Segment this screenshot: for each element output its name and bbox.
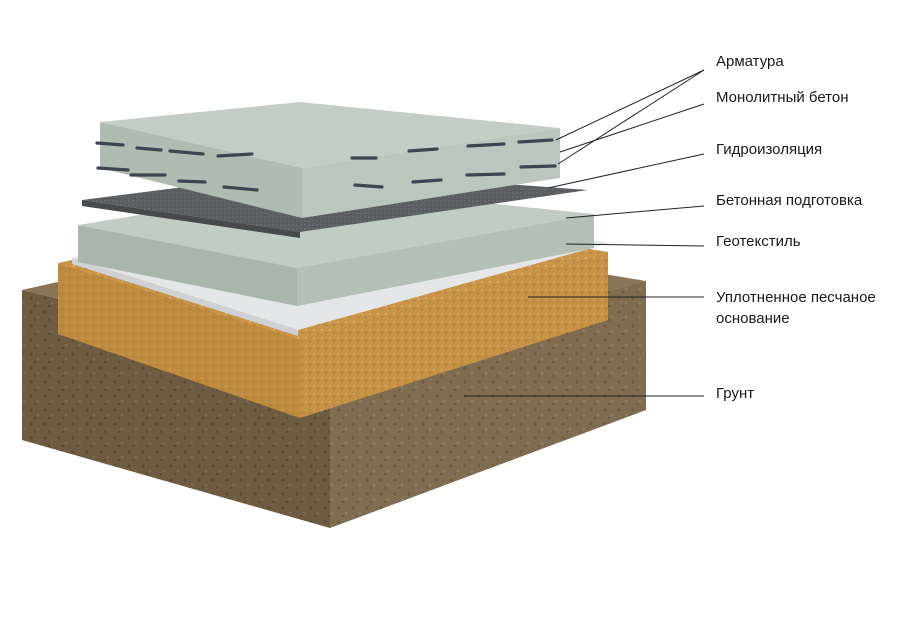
leader-line-gidro <box>548 154 704 188</box>
label-monolith-concrete: Монолитный бетон <box>716 88 849 108</box>
label-geotextile: Геотекстиль <box>716 232 801 252</box>
rebar <box>97 143 123 145</box>
leader-line-armatura-1 <box>556 70 704 140</box>
rebar <box>355 185 382 187</box>
rebar <box>467 174 504 175</box>
label-concrete-prep: Бетонная подготовка <box>716 191 862 211</box>
rebar <box>218 154 252 156</box>
rebar <box>413 180 441 182</box>
rebar <box>98 168 128 170</box>
rebar <box>179 181 205 182</box>
rebar <box>519 140 552 142</box>
rebar <box>521 166 555 167</box>
label-sand-line2: основание <box>716 309 790 329</box>
label-sand-line1: Уплотненное песчаное <box>716 288 876 308</box>
rebar <box>468 144 504 146</box>
label-armatura: Арматура <box>716 52 784 72</box>
leader-line-armatura-2 <box>558 70 704 164</box>
rebar <box>409 149 437 151</box>
label-waterproofing: Гидроизоляция <box>716 140 822 160</box>
rebar <box>137 148 161 150</box>
label-soil: Грунт <box>716 384 754 404</box>
leader-line-podgot <box>566 206 704 218</box>
